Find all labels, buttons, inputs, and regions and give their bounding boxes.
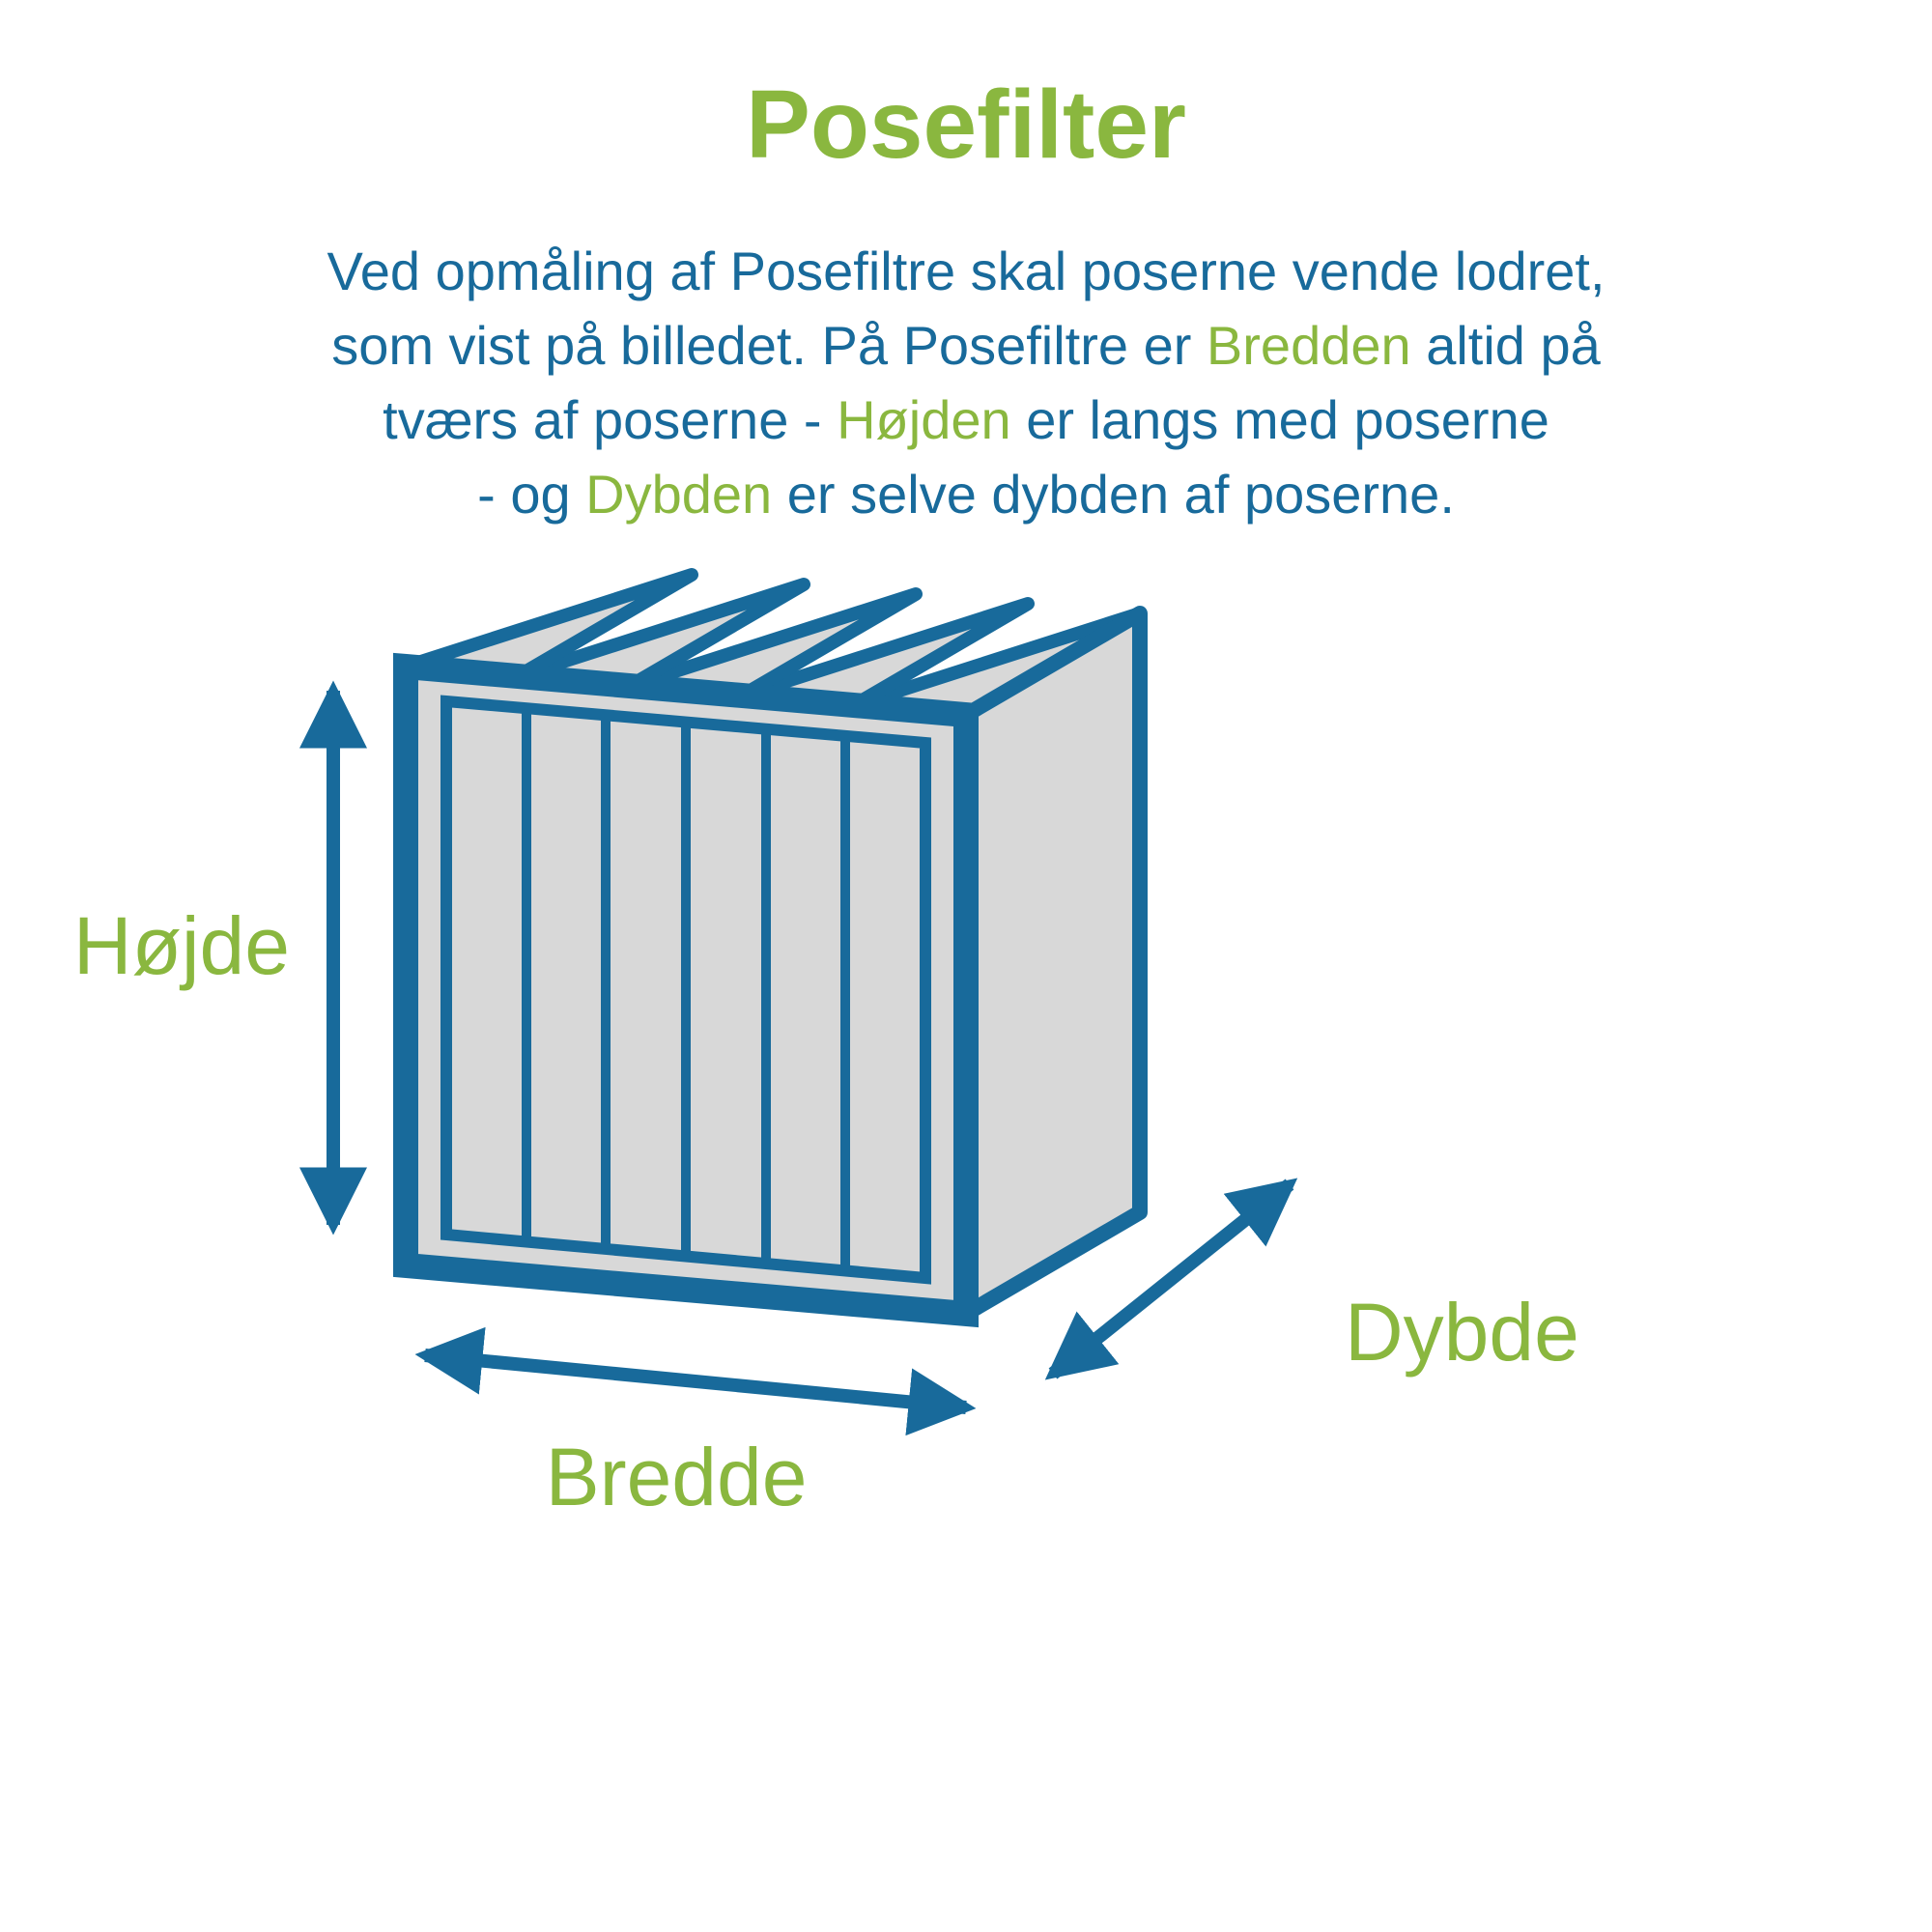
filter-side-panel xyxy=(958,606,1148,1321)
depth-label: Dybde xyxy=(1345,1287,1579,1378)
intro-line-4: - og Dybden er selve dybden af poserne. xyxy=(0,457,1932,531)
intro-text: er langs med poserne xyxy=(1010,389,1549,450)
intro-line-3: tværs af poserne - Højden er langs med p… xyxy=(0,383,1932,457)
width-label: Bredde xyxy=(546,1432,808,1522)
intro-text: som vist på billedet. På Posefiltre er xyxy=(331,315,1207,376)
height-label: Højde xyxy=(73,900,290,991)
width-term: Bredden xyxy=(1206,315,1411,376)
dimension-labels: Højde Bredde Dybde xyxy=(73,900,1579,1522)
intro-text: er selve dybden af poserne. xyxy=(772,464,1455,525)
intro-paragraph: Ved opmåling af Posefiltre skal poserne … xyxy=(0,234,1932,531)
depth-term: Dybden xyxy=(585,464,773,525)
pocket-dividers xyxy=(522,708,850,1271)
filter-inner-frame xyxy=(440,695,931,1285)
intro-line-2: som vist på billedet. På Posefiltre er B… xyxy=(0,308,1932,383)
depth-arrow xyxy=(1044,1178,1298,1380)
dimension-arrows xyxy=(299,680,1298,1436)
page-title: Posefilter xyxy=(746,71,1186,179)
height-term: Højden xyxy=(837,389,1011,450)
intro-text: Ved opmåling af Posefiltre skal poserne … xyxy=(327,241,1605,301)
intro-line-1: Ved opmåling af Posefiltre skal poserne … xyxy=(0,234,1932,308)
intro-text: tværs af poserne - xyxy=(383,389,838,450)
width-arrow xyxy=(414,1326,977,1436)
intro-text: - og xyxy=(477,464,586,525)
intro-text: altid på xyxy=(1410,315,1601,376)
